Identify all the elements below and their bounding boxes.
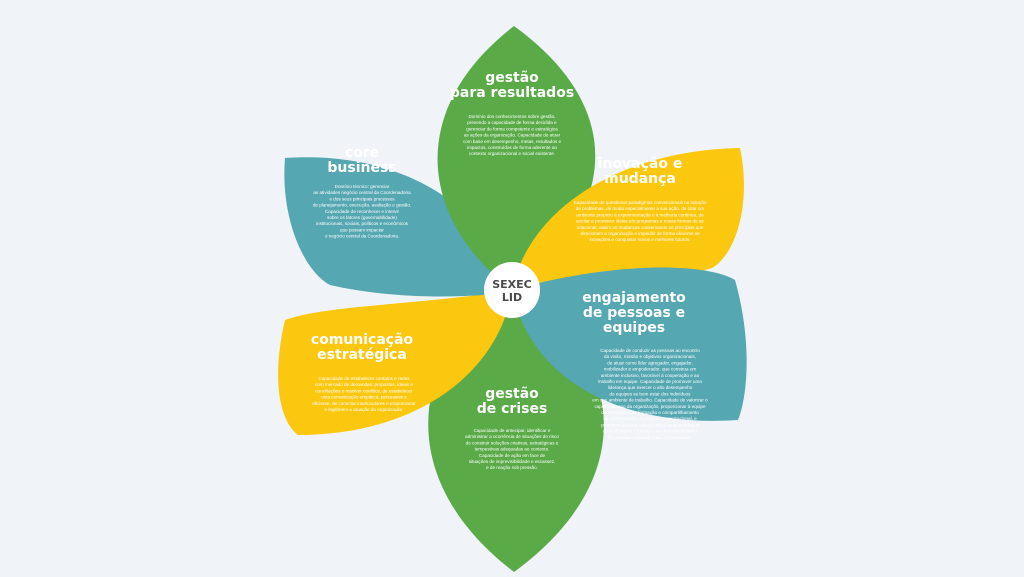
petal-desc-engajamento-pessoas-line6: trabalho em equipe. Capacidade de promov… — [598, 379, 702, 384]
petal-desc-core-business-line4: de planejamento, execução, avaliação e g… — [313, 203, 411, 208]
petal-desc-gestao-resultados-line1: Domínio dos conhecimentos sobre gestão, — [468, 114, 555, 119]
petal-desc-engajamento-pessoas-line10: capital humano da organização, proporcio… — [594, 404, 706, 409]
petal-desc-engajamento-pessoas-line1: Capacidade de conduzir as pessoas ao enc… — [600, 348, 700, 353]
petal-desc-gestao-resultados-line6: impactos, construídos de forma aderente … — [467, 145, 557, 150]
petal-desc-engajamento-pessoas-line3: de atuar como líder agregador, engajador… — [607, 360, 693, 365]
petal-title-gestao-crises-line1: gestão — [485, 386, 539, 402]
petal-desc-inovacao-mudanca-line1: Capacidade de questionar paradigmas conv… — [574, 200, 707, 205]
center-hub-label-line1: SEXEC — [492, 278, 532, 291]
petal-title-inovacao-mudanca-line1: inovação e — [598, 156, 683, 172]
petal-desc-engajamento-pessoas-line12: do conhecimento no espaço organizacional… — [603, 416, 697, 421]
petal-desc-engajamento-pessoas-line7: liderança que exercer o alto desempenho — [608, 385, 693, 390]
petal-desc-gestao-resultados-line3: gerenciar de forma competente e estratég… — [466, 126, 558, 131]
center-hub — [484, 262, 540, 318]
petal-desc-engajamento-pessoas-line14: aprendizagem contínua e ao desenvolvimen… — [603, 429, 697, 434]
petal-title-core-business-line1: core — [345, 145, 379, 161]
petal-inovacao-mudanca — [512, 148, 744, 291]
petal-desc-engajamento-pessoas-line4: mobilizador e empoderador, que construa … — [604, 367, 697, 372]
petal-desc-gestao-resultados-line5: com base em desempenho, metas, resultado… — [463, 139, 561, 144]
petal-desc-engajamento-pessoas-line5: ambiente inclusivo, favorável à cooperaç… — [601, 373, 700, 378]
petal-desc-core-business-line5: Capacidade de reconhecer e intervir — [325, 209, 400, 214]
petal-desc-core-business-line1: Domínio técnico: gerenciar — [335, 184, 390, 189]
petal-desc-engajamento-pessoas-line11: oportunidades de formação e compartilham… — [601, 410, 699, 415]
petal-desc-inovacao-mudanca-line5: relacionar, assim as mudanças conservand… — [577, 225, 704, 230]
petal-title-engajamento-pessoas-line1: engajamento — [582, 290, 686, 306]
petal-desc-core-business-line8: que possam impactar — [340, 227, 384, 232]
center-hub-label-line2: LID — [502, 291, 522, 304]
petal-title-core-business-line2: business — [327, 160, 396, 176]
petal-title-gestao-crises-line2: de crises — [477, 401, 548, 417]
petal-desc-gestao-resultados-line7: contexto organizacional e social existen… — [469, 151, 555, 156]
petal-desc-engajamento-pessoas-line13: promovendo uma cultura institucional pro… — [601, 422, 699, 427]
petal-desc-inovacao-mudanca-line2: de problemas, de modo especialmente a su… — [576, 206, 705, 211]
petal-title-gestao-resultados-line1: gestão — [485, 70, 539, 86]
petal-engajamento-pessoas — [512, 267, 747, 421]
petal-desc-comunicacao-estrategica-line4: uma comunicação empática, persuasiva e — [321, 395, 407, 400]
petal-desc-gestao-resultados-line4: as ações da organização. Capacidade de a… — [464, 133, 561, 138]
petal-desc-comunicacao-estrategica-line6: e legitimem a atuação da organização. — [325, 407, 404, 412]
petal-desc-core-business-line3: e dos seus principais processos — [329, 196, 395, 201]
petal-desc-inovacao-mudanca-line6: direcionem a organização e impeditir de … — [581, 231, 701, 236]
petal-desc-gestao-crises-line6: situações de imprevisibilidade e escasse… — [469, 459, 556, 464]
petal-desc-engajamento-pessoas-line9: em seu ambiente de trabalho. Capacidade … — [592, 398, 708, 403]
petal-desc-comunicacao-estrategica-line2: com mercado de demandas, propostas, idei… — [315, 382, 413, 387]
petal-comunicacao-estrategica — [278, 290, 512, 435]
petal-core-business — [284, 157, 512, 297]
petal-desc-inovacao-mudanca-line3: ambiente propício à experimentação e à m… — [576, 212, 704, 217]
petal-desc-engajamento-pessoas-line15: de pessoas orientado para os resultados. — [608, 435, 692, 440]
petal-title-engajamento-pessoas-line2: de pessoas e — [583, 305, 685, 321]
petal-title-inovacao-mudanca-line2: mudança — [604, 171, 676, 187]
petal-desc-comunicacao-estrategica-line5: eficiente, de conectar interlocutores e … — [312, 401, 416, 406]
petal-desc-gestao-crises-line2: administrar a ocorrência de situações de… — [465, 434, 559, 439]
petal-desc-core-business-line2: as atividades negócio central da Coorden… — [313, 190, 411, 195]
petal-desc-comunicacao-estrategica-line3: conciliações e resolver conflitos, de es… — [315, 388, 413, 393]
petal-desc-inovacao-mudanca-line4: aceitar e promover ideias e/e programas … — [576, 219, 704, 224]
petal-title-gestao-resultados-line2: para resultados — [450, 85, 574, 101]
petal-desc-core-business-line6: sobre os fatores (governabilidade) — [327, 215, 397, 220]
petal-desc-gestao-crises-line4: tempestivas adequadas ao contexto. — [475, 447, 550, 452]
petal-desc-gestao-crises-line5: Capacidade de ação em face de — [479, 453, 546, 458]
petal-desc-comunicacao-estrategica-line1: Capacidade de estabelecer contatos e red… — [318, 376, 410, 381]
petal-title-comunicacao-estrategica-line1: comunicação — [311, 332, 414, 348]
petal-desc-core-business-line7: institucionais, sociais, políticos e eco… — [316, 221, 409, 226]
petal-title-comunicacao-estrategica-line2: estratégica — [317, 347, 407, 363]
petal-desc-gestao-crises-line7: e de reação sob pressão. — [486, 465, 538, 470]
petal-desc-gestao-resultados-line2: prevendo a capacidade de forma decidida … — [467, 120, 557, 125]
petal-desc-inovacao-mudanca-line7: inovações e conquistar novos e melhores … — [589, 237, 690, 242]
petal-desc-engajamento-pessoas-line8: de equipes se bem estar dos indivíduos — [610, 391, 692, 396]
petal-desc-gestao-crises-line3: de construir soluções criativas, estraté… — [466, 440, 559, 445]
petal-title-engajamento-pessoas-line3: equipes — [603, 320, 665, 336]
petal-desc-core-business-line9: o negócio central da Coordenadoria. — [325, 234, 399, 239]
petal-desc-engajamento-pessoas-line2: da visão, missão e objetivos organizacio… — [604, 354, 696, 359]
petal-desc-gestao-crises-line1: Capacidade de antecipar, identificar e — [474, 428, 551, 433]
